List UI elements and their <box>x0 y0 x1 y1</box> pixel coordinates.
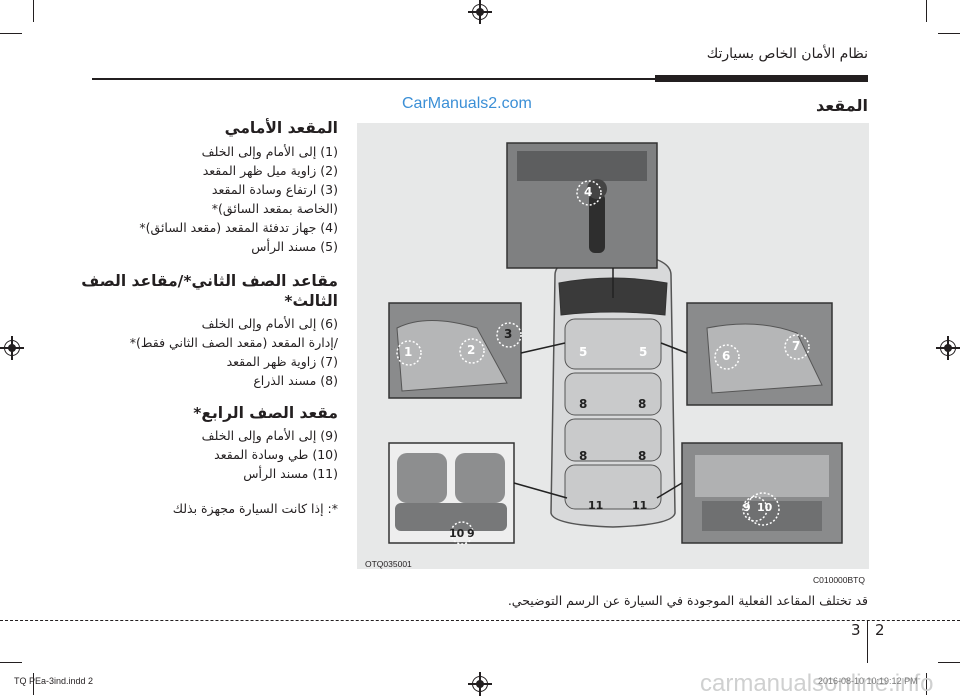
list-item: (الخاصة بمقعد السائق)* <box>211 201 338 216</box>
crop-mark <box>0 662 22 663</box>
callout-label: 11 <box>632 499 648 512</box>
second-third-row-heading-cont: الثالث* <box>284 292 338 310</box>
site-watermark: carmanualsonline.info <box>700 670 934 697</box>
crop-mark <box>938 662 960 663</box>
callout-label: 5 <box>639 345 648 359</box>
header-rule-accent <box>655 75 868 82</box>
callout-label: 4 <box>584 185 593 199</box>
footer-filename: TQ PEa-3ind.indd 2 <box>14 676 94 686</box>
seat-diagram-illustration <box>388 142 843 545</box>
list-item: (9) إلى الأمام وإلى الخلف <box>201 428 338 443</box>
list-item: (5) مسند الرأس <box>251 239 338 254</box>
callout-label: 5 <box>579 345 588 359</box>
fourth-row-heading: مقعد الصف الرابع* <box>193 404 338 422</box>
list-item: (8) مسند الذراع <box>253 373 338 388</box>
list-item: (10) طي وسادة المقعد <box>214 447 338 462</box>
registration-mark-icon <box>468 672 492 696</box>
seat-diagram: 4 1 2 3 5 5 6 7 8 8 8 8 11 11 10 9 9 10 <box>357 123 869 569</box>
crop-mark <box>33 673 34 695</box>
callout-label: 10 <box>449 527 465 540</box>
list-item: (6) إلى الأمام وإلى الخلف <box>201 316 338 331</box>
list-item: (7) زاوية ظهر المقعد <box>226 354 338 369</box>
callout-label: 10 <box>757 501 773 514</box>
registration-mark-icon <box>936 336 960 360</box>
section-title: المقعد <box>815 96 868 115</box>
list-item: (11) مسند الرأس <box>243 466 338 481</box>
callout-label: 3 <box>504 327 513 341</box>
header-rule <box>92 78 868 80</box>
crop-mark <box>33 0 34 22</box>
front-seat-heading: المقعد الأمامي <box>224 119 338 137</box>
callout-label: 8 <box>638 449 647 463</box>
second-third-row-heading: مقاعد الصف الثاني*/مقاعد الصف <box>81 272 338 290</box>
crop-mark <box>926 0 927 22</box>
list-item: (3) ارتفاع وسادة المقعد <box>211 182 338 197</box>
registration-mark-icon <box>0 336 24 360</box>
page-divider <box>0 620 960 621</box>
footer-timestamp: 2016-08-10 10:19:12 PM <box>818 676 918 686</box>
figure-note: قد تختلف المقاعد الفعلية الموجودة في الس… <box>507 593 868 608</box>
watermark-text: CarManuals2.com <box>402 95 532 112</box>
footnote: *: إذا كانت السيارة مجهزة بذلك <box>172 501 338 516</box>
figure-code: OTQ035001 <box>365 559 412 569</box>
crop-mark <box>926 673 927 695</box>
running-header: نظام الأمان الخاص بسيارتك <box>706 46 868 62</box>
list-item: (1) إلى الأمام وإلى الخلف <box>201 144 338 159</box>
callout-label: 2 <box>467 343 476 357</box>
callout-label: 1 <box>404 345 413 359</box>
page-number: 2 <box>875 621 885 639</box>
page-number-divider <box>867 621 868 663</box>
callout-label: 8 <box>638 397 647 411</box>
callout-label: 6 <box>722 349 731 363</box>
figure-code: C010000BTQ <box>813 575 865 585</box>
crop-mark <box>0 33 22 34</box>
callout-label: 9 <box>743 501 751 514</box>
list-item: (2) زاوية ميل ظهر المقعد <box>202 163 338 178</box>
list-item: (4) جهاز تدفئة المقعد (مقعد السائق)* <box>139 220 338 235</box>
crop-mark <box>938 33 960 34</box>
list-item: /إدارة المقعد (مقعد الصف الثاني فقط)* <box>129 335 338 350</box>
callout-label: 11 <box>588 499 604 512</box>
callout-label: 7 <box>792 339 801 353</box>
registration-mark-icon <box>468 0 492 24</box>
callout-label: 8 <box>579 397 588 411</box>
callout-label: 9 <box>467 527 475 540</box>
callout-label: 8 <box>579 449 588 463</box>
page-number: 3 <box>851 621 861 639</box>
